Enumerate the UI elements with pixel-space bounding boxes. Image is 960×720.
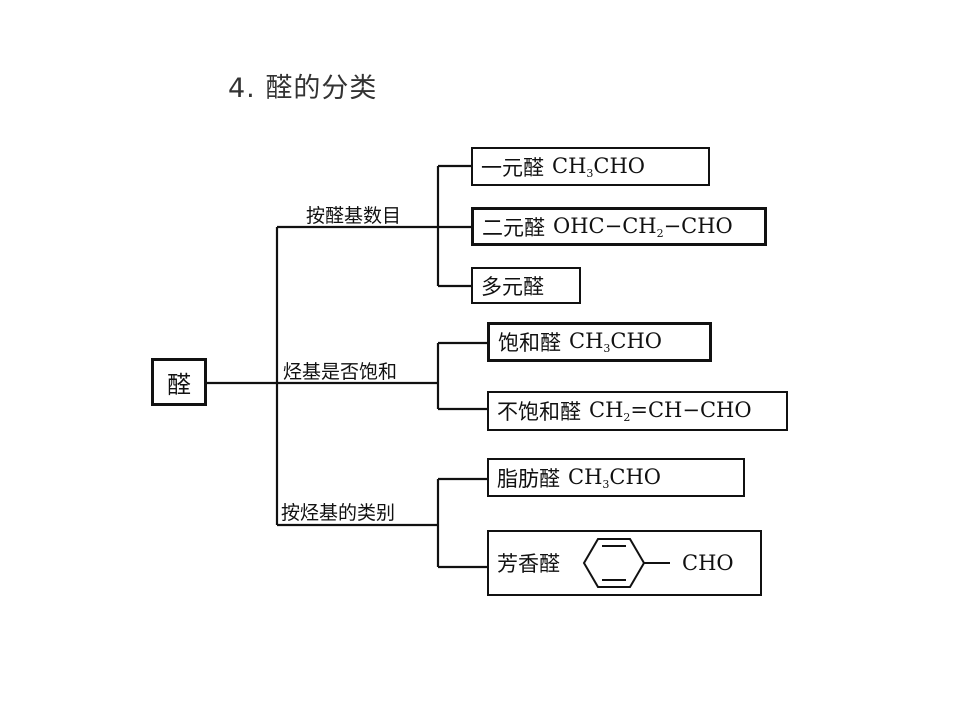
leaf-formula: CHO xyxy=(682,551,734,575)
leaf-unsaturated-aldehyde: 不饱和醛 CH2=CH−CHO xyxy=(487,391,788,431)
page-title: 4. 醛的分类 xyxy=(228,73,378,104)
leaf-aromatic-aldehyde: 芳香醛 CHO xyxy=(487,530,762,596)
leaf-formula: CH3CHO xyxy=(569,329,662,355)
leaf-name: 芳香醛 xyxy=(497,552,560,576)
benzene-ring-icon xyxy=(582,538,670,588)
leaf-name: 不饱和醛 xyxy=(497,400,581,424)
leaf-name: 脂肪醛 xyxy=(497,466,560,491)
leaf-formula: CH3CHO xyxy=(552,153,645,180)
leaf-formula: CH3CHO xyxy=(568,464,661,491)
leaf-saturated-aldehyde: 饱和醛 CH3CHO xyxy=(487,322,712,362)
leaf-monoaldehyde: 一元醛 CH3CHO xyxy=(471,147,710,186)
leaf-name: 一元醛 xyxy=(481,155,544,180)
branch-label-by-aldehyde-group-count: 按醛基数目 xyxy=(306,205,402,227)
root-node: 醛 xyxy=(151,358,207,406)
leaf-aliphatic-aldehyde: 脂肪醛 CH3CHO xyxy=(487,458,745,497)
leaf-polyaldehyde: 多元醛 xyxy=(471,267,581,304)
leaf-formula: OHC−CH2−CHO xyxy=(553,213,733,240)
leaf-formula: CH2=CH−CHO xyxy=(589,398,752,424)
leaf-name: 多元醛 xyxy=(481,274,544,299)
leaf-name: 二元醛 xyxy=(482,215,545,240)
branch-label-by-hydrocarbon-type: 按烃基的类别 xyxy=(281,502,396,524)
branch-label-by-saturation: 烃基是否饱和 xyxy=(283,361,398,383)
leaf-dialdehyde: 二元醛 OHC−CH2−CHO xyxy=(471,207,767,246)
root-label: 醛 xyxy=(167,370,191,399)
leaf-name: 饱和醛 xyxy=(498,331,561,355)
